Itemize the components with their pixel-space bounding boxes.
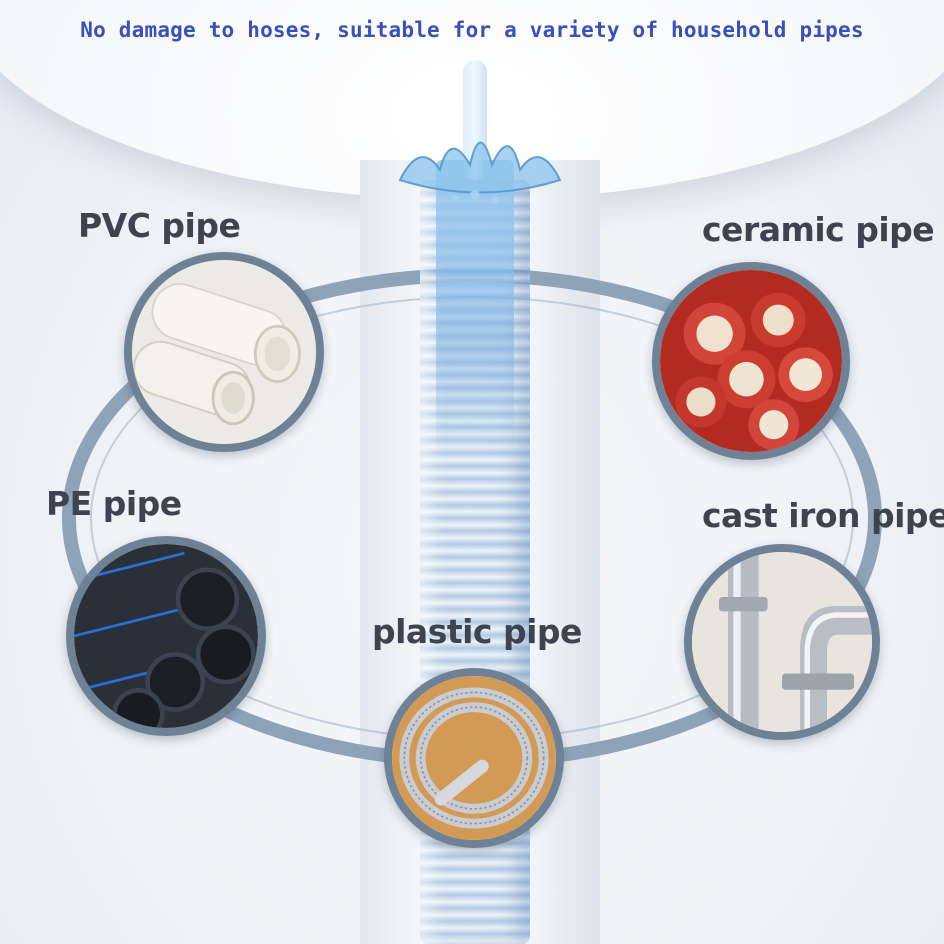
pe-pipe-label: PE pipe <box>46 484 182 523</box>
pvc-pipe-label: PVC pipe <box>78 206 241 245</box>
pvc-pipe-photo <box>124 252 324 452</box>
cast-iron-pipe-label: cast iron pipe <box>702 496 944 535</box>
cast-iron-pipe-photo <box>684 544 880 740</box>
plastic-pipe-label: plastic pipe <box>372 612 582 651</box>
ceramic-pipe-label: ceramic pipe <box>702 210 935 249</box>
plastic-pipe-photo <box>384 668 564 848</box>
water-flow <box>436 160 514 460</box>
headline: No damage to hoses, suitable for a varie… <box>80 18 864 42</box>
water-splash-icon <box>398 141 562 204</box>
pe-pipe-photo <box>66 536 266 736</box>
ceramic-pipe-photo <box>652 262 850 460</box>
